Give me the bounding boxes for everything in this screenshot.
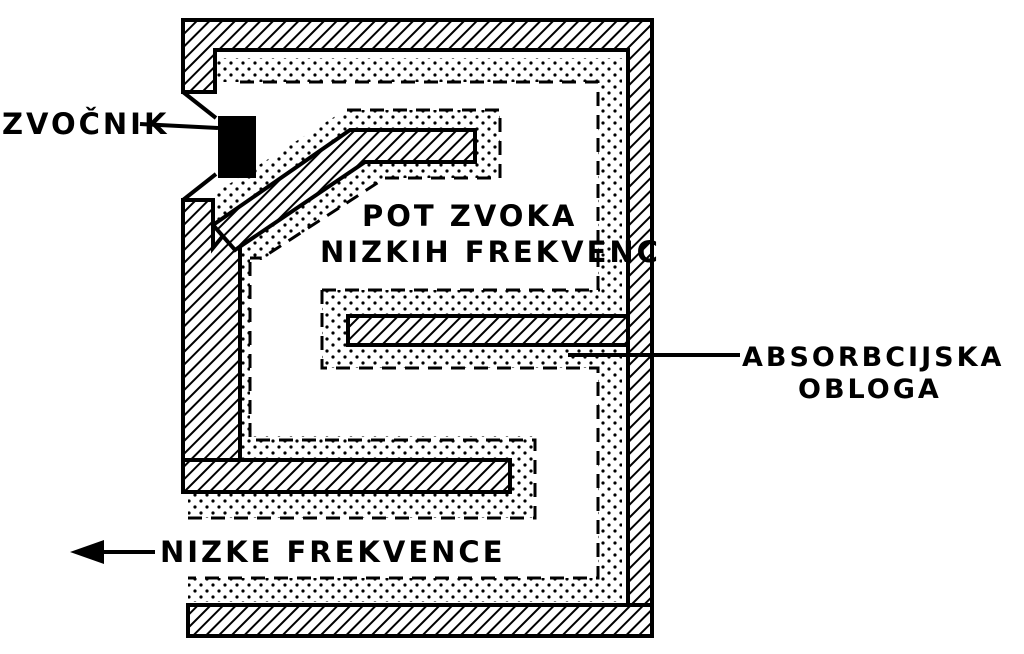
wall-bottom xyxy=(186,603,654,638)
lining-right-lower xyxy=(598,360,622,600)
baffle-lower xyxy=(181,458,512,494)
enclosure-walls xyxy=(181,18,654,638)
lining-label-1: ABSORBCIJSKA xyxy=(742,342,1004,373)
lining-label-2: OBLOGA xyxy=(798,374,942,405)
baffle-upper xyxy=(210,128,477,253)
sound-path-label-1: POT ZVOKA xyxy=(362,199,577,233)
baffle-middle xyxy=(346,314,630,347)
lining-bottom xyxy=(188,578,622,602)
speaker-label: ZVOČNIK xyxy=(2,107,169,141)
speaker xyxy=(218,116,256,178)
output-label: NIZKE FREKVENCE xyxy=(160,535,506,569)
wall-top-left xyxy=(181,18,654,607)
output-arrow xyxy=(70,540,155,564)
lining-edge xyxy=(188,80,600,580)
speaker-mount xyxy=(181,90,218,202)
sound-path-label-2: NIZKIH FREKVENC xyxy=(320,235,661,269)
speaker-leader xyxy=(139,122,219,130)
